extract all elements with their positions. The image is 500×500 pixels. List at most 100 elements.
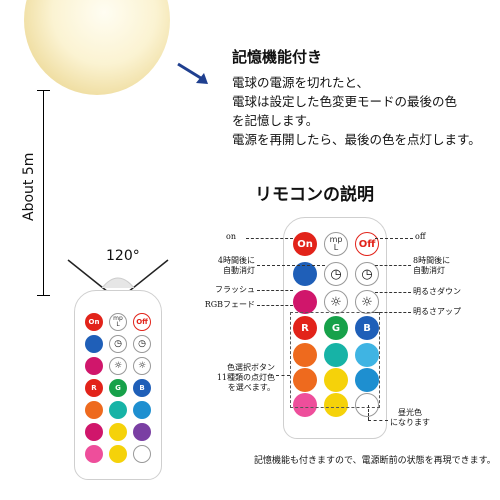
color-button-magenta[interactable] [85, 423, 103, 441]
callout-on: on [226, 232, 236, 241]
red-button[interactable]: R [293, 316, 317, 340]
color-button-sky[interactable] [133, 401, 151, 419]
memory-feature-line: を記憶します。 [232, 113, 319, 128]
color-button-orange[interactable] [85, 401, 103, 419]
sun-icon: ☼ [330, 294, 342, 310]
blue-button-label: B [139, 384, 145, 392]
distance-tick-bottom [37, 295, 50, 296]
color-button-pink[interactable] [293, 393, 317, 417]
timer-8h-button[interactable]: ◷ [355, 262, 379, 286]
callout-timer-8h: 8時間後に 自動消灯 [413, 256, 450, 276]
callout-dim-up: 明るさアップ [413, 307, 461, 316]
off-button[interactable]: Off [133, 313, 151, 331]
green-button-label: G [331, 322, 341, 334]
color-button-orange[interactable] [293, 343, 317, 367]
red-button-label: R [301, 322, 309, 334]
blue-button[interactable]: B [133, 379, 151, 397]
color-button-purple[interactable] [133, 423, 151, 441]
white-button[interactable] [133, 445, 151, 463]
clock-icon: ◷ [114, 339, 122, 349]
color-button-yellow[interactable] [109, 445, 127, 463]
leader-line [375, 238, 413, 239]
dim-up-button[interactable]: ☼ [355, 290, 379, 314]
timer-4h-button[interactable]: ◷ [109, 335, 127, 353]
distance-line [43, 90, 44, 295]
color-button-sky[interactable] [355, 368, 379, 392]
leader-line [276, 375, 290, 376]
leader-line [368, 405, 369, 420]
memory-feature-line: 電球は設定した色変更モードの最後の色 [232, 94, 458, 109]
green-button[interactable]: G [324, 316, 348, 340]
memory-feature-line: 電源を再開したら、最後の色を点灯します。 [232, 132, 481, 147]
leader-line [246, 238, 293, 239]
sun-icon: ☼ [137, 361, 147, 371]
footer-note: 記憶機能も付きますので、電源断前の状態を再現できます。 [254, 456, 496, 466]
color-button-blue[interactable] [293, 262, 317, 286]
color-button-yellow[interactable] [324, 393, 348, 417]
on-button[interactable]: On [293, 232, 317, 256]
distance-tick-top [37, 90, 50, 91]
color-select-group-box [290, 312, 380, 408]
timer-4h-button[interactable]: ◷ [324, 262, 348, 286]
memory-button-label: mp [113, 315, 123, 322]
clock-icon: ◷ [361, 266, 373, 282]
leader-line [368, 420, 388, 421]
color-button-yellow[interactable] [109, 423, 127, 441]
arrow-icon [177, 62, 208, 84]
blue-button-label: B [363, 322, 371, 334]
green-button[interactable]: G [109, 379, 127, 397]
callout-warm-white-line: になります [390, 418, 430, 427]
callout-timer-8h-line: 自動消灯 [413, 266, 445, 275]
leader-line [257, 290, 293, 291]
memory-feature-line: 電球の電源を切れたと、 [232, 75, 370, 90]
memory-button-label: L [333, 243, 339, 252]
on-button[interactable]: On [85, 313, 103, 331]
white-button[interactable] [355, 393, 379, 417]
flash-button[interactable] [293, 290, 317, 314]
dim-down-button[interactable]: ☼ [109, 357, 127, 375]
clock-icon: ◷ [330, 266, 342, 282]
callout-color-select-line: 11種類の点灯色 [216, 373, 275, 382]
color-button-yellow[interactable] [324, 368, 348, 392]
on-button-label: On [297, 238, 313, 250]
red-button[interactable]: R [85, 379, 103, 397]
memory-button-label: mp [329, 235, 343, 244]
leader-line [375, 292, 411, 293]
color-button-teal[interactable] [109, 401, 127, 419]
callout-flash: フラッシュ [215, 285, 255, 294]
leader-line [375, 312, 411, 313]
dim-up-button[interactable]: ☼ [133, 357, 151, 375]
callout-timer-8h-line: 8時間後に [413, 256, 451, 265]
blue-button[interactable]: B [355, 316, 379, 340]
distance-label: About 5m [21, 152, 37, 221]
color-button-teal[interactable] [324, 343, 348, 367]
callout-color-select-line: 色選択ボタン [227, 363, 275, 372]
off-button-label: Off [136, 318, 148, 326]
memory-button-label: L [116, 321, 120, 328]
off-button-label: Off [358, 238, 376, 250]
timer-8h-button[interactable]: ◷ [133, 335, 151, 353]
color-button-blue[interactable] [85, 335, 103, 353]
callout-timer-4h-line: 自動消灯 [223, 266, 255, 275]
color-button-cyan[interactable] [355, 343, 379, 367]
callout-color-select-line: を選べます。 [227, 383, 275, 392]
leader-line [257, 305, 293, 306]
callout-timer-4h-line: 4時間後に [217, 256, 255, 265]
angle-label: 120° [106, 248, 140, 264]
red-button-label: R [91, 384, 97, 392]
flash-button[interactable] [85, 357, 103, 375]
memory-feature-title: 記憶機能付き [232, 48, 323, 66]
color-button-pink[interactable] [85, 445, 103, 463]
light-bulb-image [24, 0, 170, 95]
color-button-orange[interactable] [293, 368, 317, 392]
dim-down-button[interactable]: ☼ [324, 290, 348, 314]
off-button[interactable]: Off [355, 232, 379, 256]
callout-color-select: 色選択ボタン 11種類の点灯色 を選べます。 [200, 363, 275, 393]
remote-section-title: リモコンの説明 [255, 185, 374, 205]
sun-icon: ☼ [361, 294, 373, 310]
callout-off: off [415, 232, 426, 241]
